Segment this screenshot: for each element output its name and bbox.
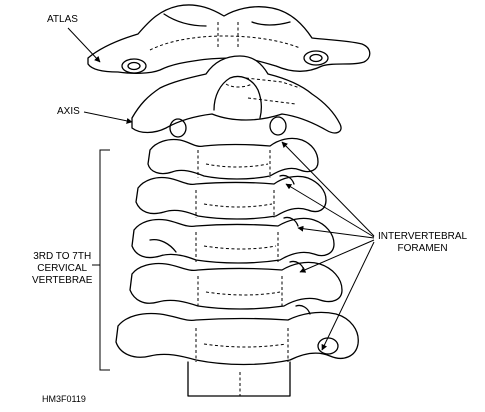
atlas-label: ATLAS	[47, 14, 78, 25]
c4-vertebra	[135, 175, 327, 220]
c7-vertebra	[115, 311, 359, 397]
atlas-vertebra	[87, 4, 371, 74]
intervertebral-foramen-label: INTERVERTEBRAL FORAMEN	[378, 231, 467, 255]
label-pointers	[67, 27, 375, 351]
cervical-bracket	[92, 149, 110, 371]
axis-label: AXIS	[57, 106, 80, 117]
cervical-label-line-3: VERTEBRAE	[32, 275, 93, 286]
c5-vertebra	[131, 217, 335, 264]
cervical-label-line-1: 3RD TO 7TH	[33, 251, 92, 262]
c6-vertebra	[129, 261, 343, 310]
cervical-vertebrae-label: 3RD TO 7TH CERVICAL VERTEBRAE	[32, 251, 92, 287]
foramen-label-line-2: FORAMEN	[397, 243, 448, 254]
axis-vertebra	[131, 55, 342, 138]
c3-vertebra	[147, 137, 319, 180]
cervical-label-line-2: CERVICAL	[37, 263, 88, 274]
foramen-label-line-1: INTERVERTEBRAL	[378, 231, 468, 242]
figure-id: HM3F0119	[42, 394, 86, 404]
